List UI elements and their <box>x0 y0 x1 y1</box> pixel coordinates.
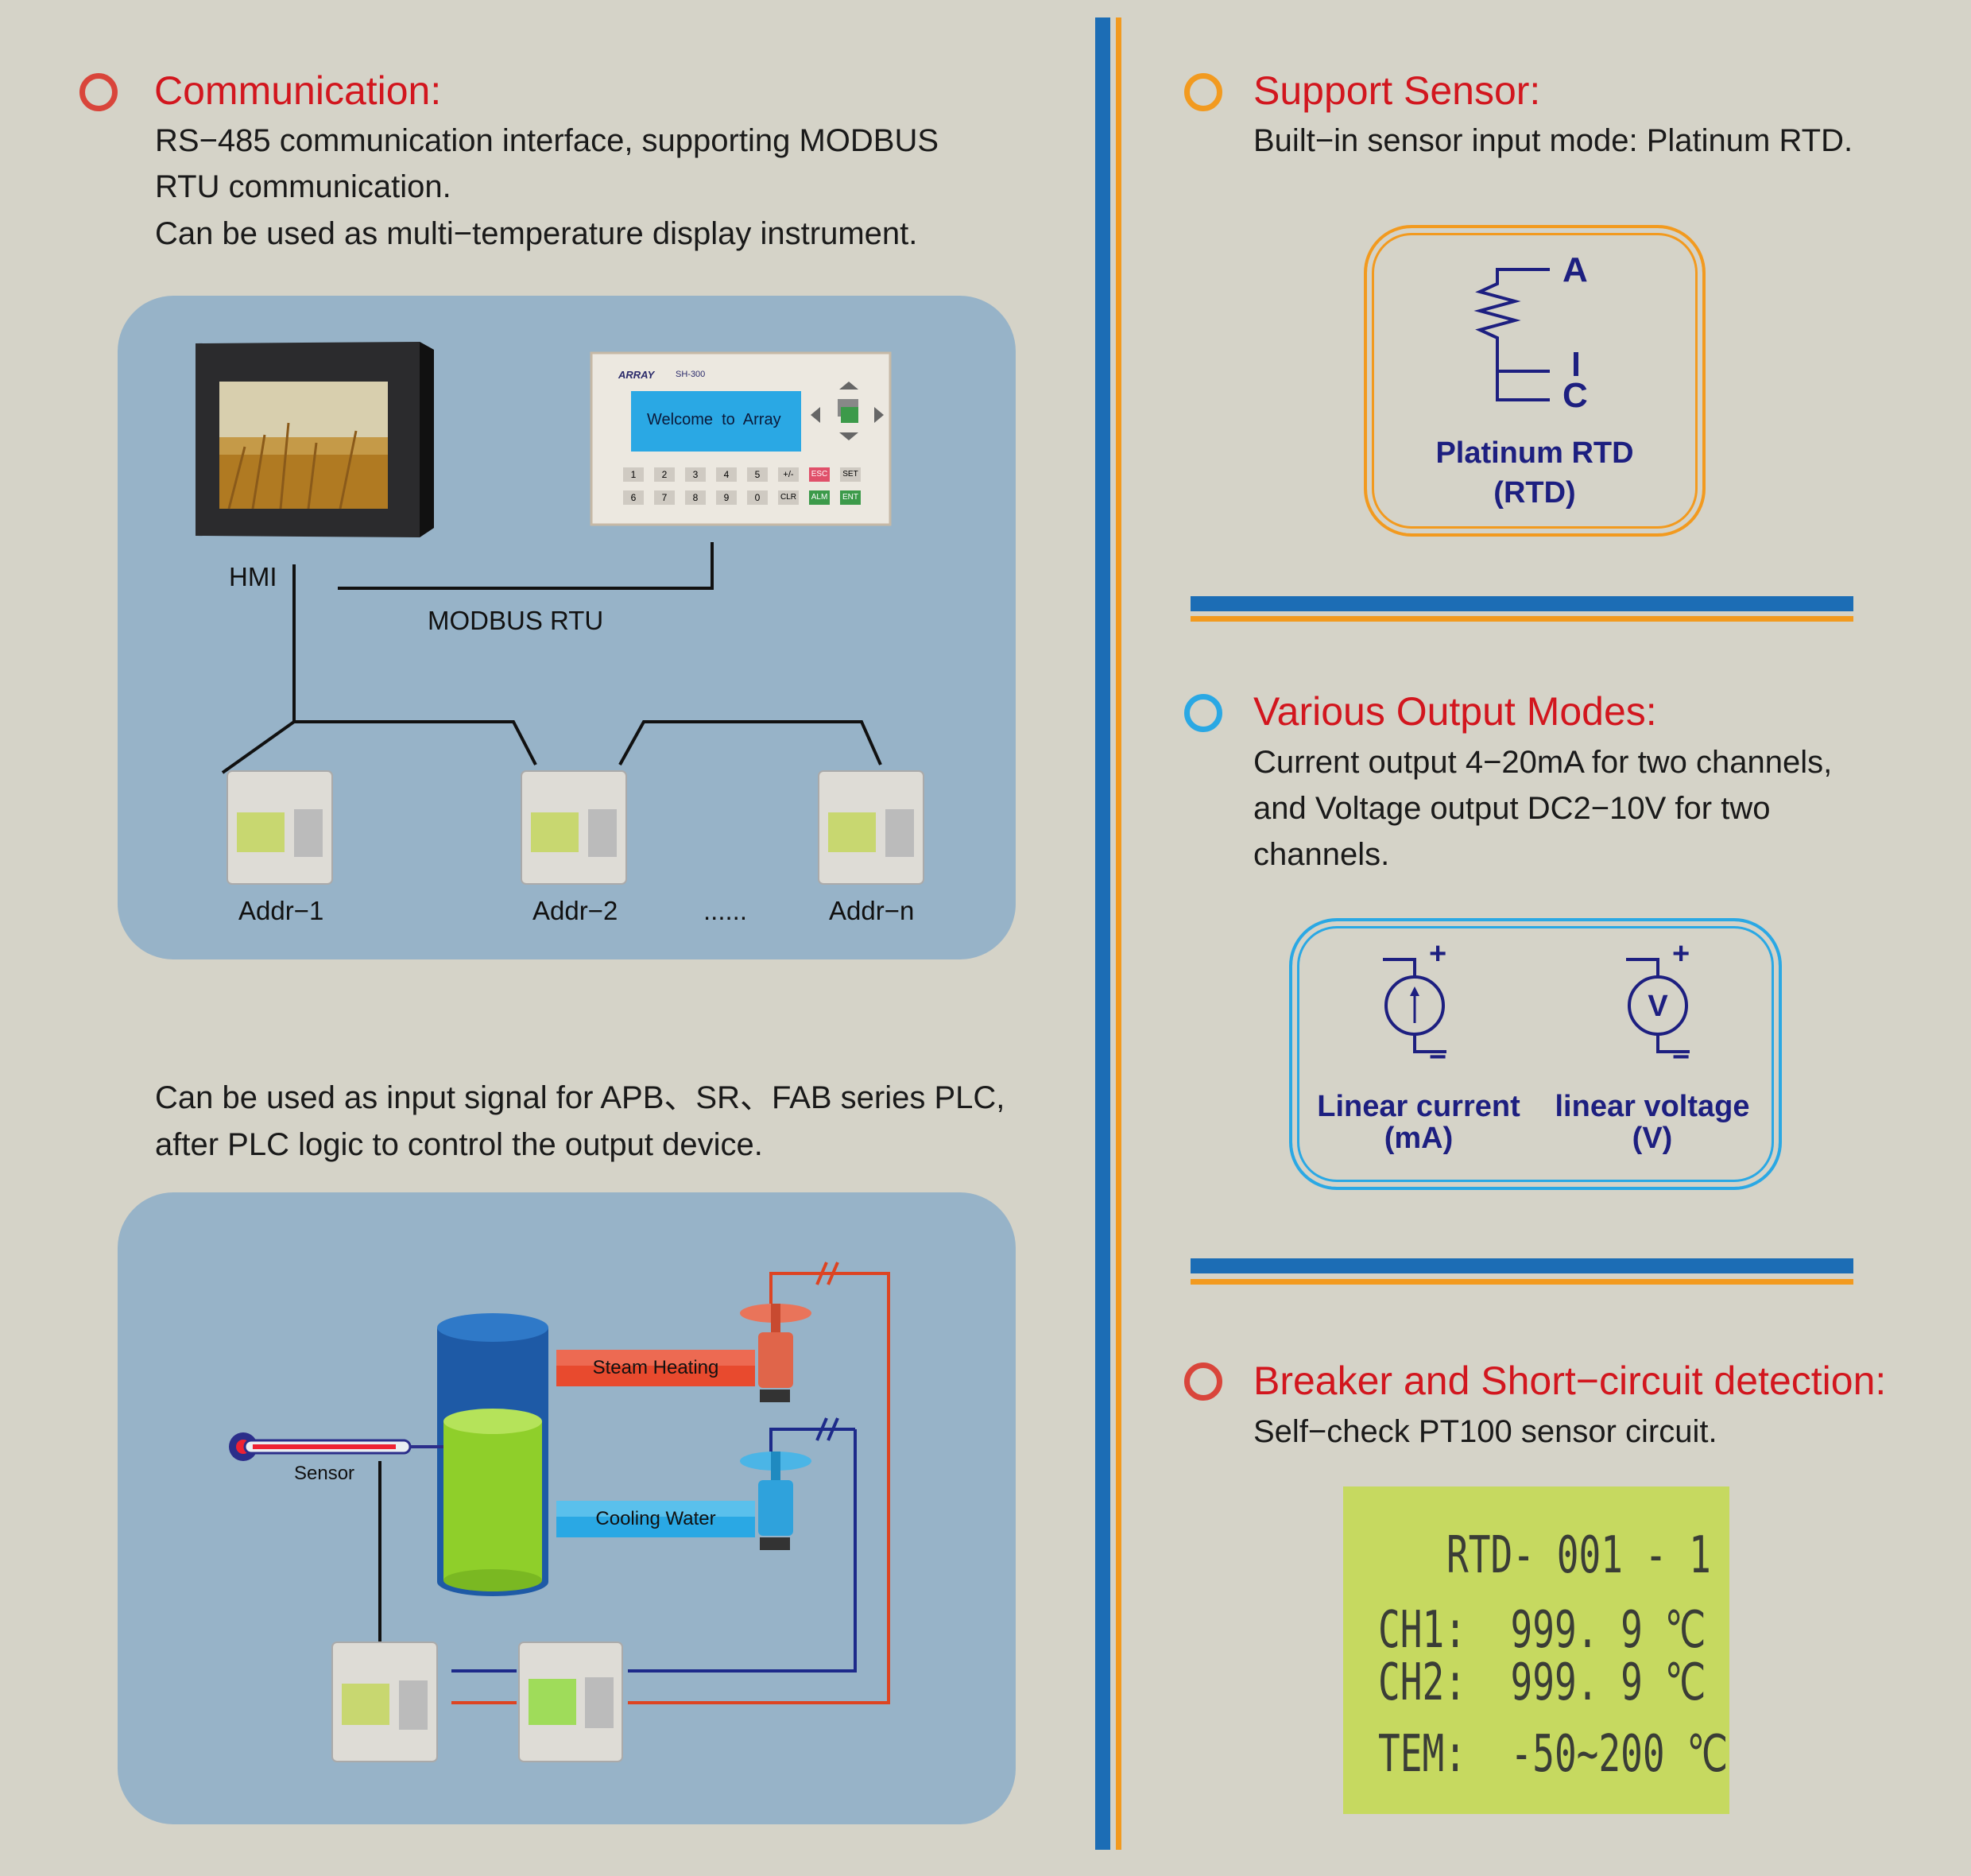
rtd-label-2: (RTD) <box>1493 476 1576 510</box>
plc-control-diagram: Steam Heating Cooling Water Sensor <box>118 1192 1016 1824</box>
terminal-key: +/- <box>778 467 799 482</box>
terminal-key: 9 <box>716 490 737 505</box>
addr-n-label: Addr−n <box>829 896 915 925</box>
steam-valve-icon <box>740 1304 811 1402</box>
center-divider-orange <box>1116 17 1121 1850</box>
plc-module-addr-1-icon <box>227 770 333 885</box>
addr-1-label: Addr−1 <box>238 896 324 925</box>
current-plus-sign: + <box>1429 937 1447 971</box>
communication-line-2: RTU communication. <box>155 169 451 204</box>
plc-module-icon <box>331 1642 438 1762</box>
terminal-key: 1 <box>623 467 644 482</box>
tank-icon <box>437 1313 548 1596</box>
plc-line-2: after PLC logic to control the output de… <box>155 1127 763 1162</box>
terminal-brand: ARRAY <box>618 369 655 381</box>
lcd-line-1: RTD- 001 - 1 <box>1446 1526 1711 1585</box>
voltage-v-symbol: V <box>1648 990 1668 1023</box>
support-sensor-bullet-icon <box>1184 73 1222 111</box>
terminal-key: 7 <box>654 490 675 505</box>
hmi-label: HMI <box>229 562 277 591</box>
modbus-rtu-label: MODBUS RTU <box>428 606 604 635</box>
output-module-icon <box>518 1642 623 1762</box>
section-rule-blue-2 <box>1191 1258 1853 1273</box>
linear-voltage-label: linear voltage <box>1555 1090 1750 1123</box>
rtd-terminal-a: A <box>1562 250 1588 289</box>
center-divider-blue <box>1095 17 1110 1850</box>
terminal-key: 0 <box>747 490 768 505</box>
section-rule-orange <box>1191 616 1853 622</box>
current-minus-sign: − <box>1429 1041 1447 1074</box>
terminal-key: 2 <box>654 467 675 482</box>
support-sensor-title: Support Sensor: <box>1253 68 1541 113</box>
output-symbol-box: + − V + − Linear current (mA) linear vol… <box>1289 918 1782 1190</box>
terminal-model: SH-300 <box>676 370 706 379</box>
breaker-bullet-icon <box>1184 1362 1222 1401</box>
thermometer-sensor-icon <box>229 1432 443 1461</box>
terminal-key: ESC <box>809 467 830 482</box>
cooling-valve-icon <box>740 1452 811 1550</box>
sensor-label: Sensor <box>294 1463 355 1484</box>
terminal-keypad-row-2: 6 7 8 9 0 CLR ALM ENT <box>623 490 861 505</box>
rtd-resistor-icon <box>1473 268 1550 401</box>
voltage-source-icon <box>1626 958 1690 1053</box>
lcd-display: RTD- 001 - 1 CH1: 999. 9 ℃ CH2: 999. 9 ℃… <box>1343 1486 1729 1814</box>
linear-voltage-unit: (V) <box>1632 1122 1673 1155</box>
terminal-key: ALM <box>809 490 830 505</box>
communication-title: Communication: <box>154 68 442 113</box>
steam-heating-label: Steam Heating <box>592 1357 719 1378</box>
cooling-water-label: Cooling Water <box>595 1508 716 1529</box>
terminal-key: 4 <box>716 467 737 482</box>
lcd-line-4: TEM: -50~200 ℃ <box>1378 1725 1729 1784</box>
rtd-terminal-c: C <box>1562 376 1588 415</box>
lcd-line-3: CH2: 999. 9 ℃ <box>1378 1653 1706 1712</box>
terminal-key: SET <box>840 467 861 482</box>
output-modes-line-3: channels. <box>1253 837 1390 872</box>
linear-current-unit: (mA) <box>1384 1122 1454 1155</box>
rtd-label-1: Platinum RTD <box>1435 436 1634 470</box>
support-sensor-line-1: Built−in sensor input mode: Platinum RTD… <box>1253 123 1853 158</box>
modbus-network-diagram: ARRAY SH-300 Welcome to Array 1 2 3 4 5 … <box>118 296 1016 959</box>
plc-module-addr-2-icon <box>521 770 627 885</box>
breaker-title: Breaker and Short−circuit detection: <box>1253 1359 1887 1403</box>
rtd-terminal-bar <box>1574 352 1578 376</box>
terminal-key: ENT <box>840 490 861 505</box>
addr-2-label: Addr−2 <box>532 896 618 925</box>
rtd-symbol-box: A C Platinum RTD (RTD) <box>1364 225 1706 537</box>
lcd-line-2: CH1: 999. 9 ℃ <box>1378 1601 1706 1660</box>
output-modes-line-2: and Voltage output DC2−10V for two <box>1253 791 1771 826</box>
current-source-icon <box>1383 958 1446 1053</box>
terminal-key: 5 <box>747 467 768 482</box>
communication-bullet-icon <box>79 73 118 111</box>
plc-control-lines <box>229 1262 890 1762</box>
terminal-key: CLR <box>778 490 799 505</box>
terminal-key: 6 <box>623 490 644 505</box>
section-rule-blue <box>1191 596 1853 611</box>
terminal-key: 3 <box>685 467 706 482</box>
section-rule-orange-2 <box>1191 1279 1853 1285</box>
plc-line-1: Can be used as input signal for APB、SR、F… <box>155 1080 1005 1115</box>
plc-module-addr-n-icon <box>818 770 924 885</box>
terminal-screen-text: Welcome to Array <box>647 411 781 428</box>
communication-line-3: Can be used as multi−temperature display… <box>155 216 918 251</box>
terminal-keypad-row-1: 1 2 3 4 5 +/- ESC SET <box>623 467 861 482</box>
output-modes-bullet-icon <box>1184 694 1222 732</box>
hmi-device-icon <box>196 342 434 537</box>
ellipsis-label: ...... <box>703 896 748 925</box>
voltage-plus-sign: + <box>1672 937 1690 971</box>
breaker-line-1: Self−check PT100 sensor circuit. <box>1253 1414 1717 1449</box>
linear-current-label: Linear current <box>1317 1090 1520 1123</box>
output-modes-title: Various Output Modes: <box>1253 689 1657 734</box>
output-modes-line-1: Current output 4−20mA for two channels, <box>1253 745 1833 780</box>
communication-line-1: RS−485 communication interface, supporti… <box>155 123 939 158</box>
terminal-key: 8 <box>685 490 706 505</box>
voltage-minus-sign: − <box>1672 1041 1690 1074</box>
